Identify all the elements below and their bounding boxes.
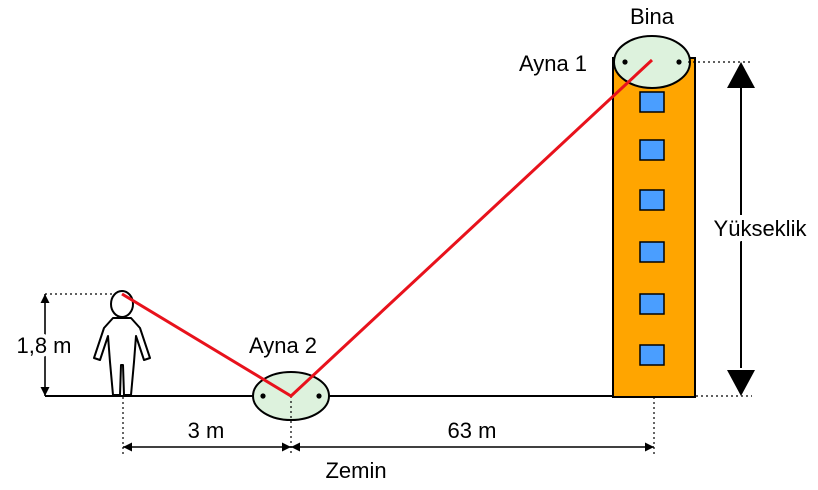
window — [639, 189, 665, 211]
window — [639, 293, 665, 315]
dist-mirror-building-label: 63 m — [448, 418, 497, 443]
height-label: Yükseklik — [714, 216, 808, 241]
window — [639, 91, 665, 113]
dist-person-mirror-label: 3 m — [188, 418, 225, 443]
window — [639, 241, 665, 263]
height-arrow — [727, 62, 755, 396]
ground-label: Zemin — [325, 458, 386, 483]
light-ray — [121, 58, 654, 398]
person-height-label: 1,8 m — [16, 333, 71, 358]
window — [639, 139, 665, 161]
mirror-2-label: Ayna 2 — [249, 333, 317, 358]
window — [639, 344, 665, 366]
building-windows — [639, 91, 665, 366]
mirror-2-dot-right — [316, 393, 322, 399]
building-label: Bina — [630, 4, 675, 29]
mirror-2-dot-left — [260, 393, 266, 399]
mirror-1-dot-left — [622, 59, 628, 65]
mirror-1-label: Ayna 1 — [519, 51, 587, 76]
mirror-1-dot-right — [676, 59, 682, 65]
